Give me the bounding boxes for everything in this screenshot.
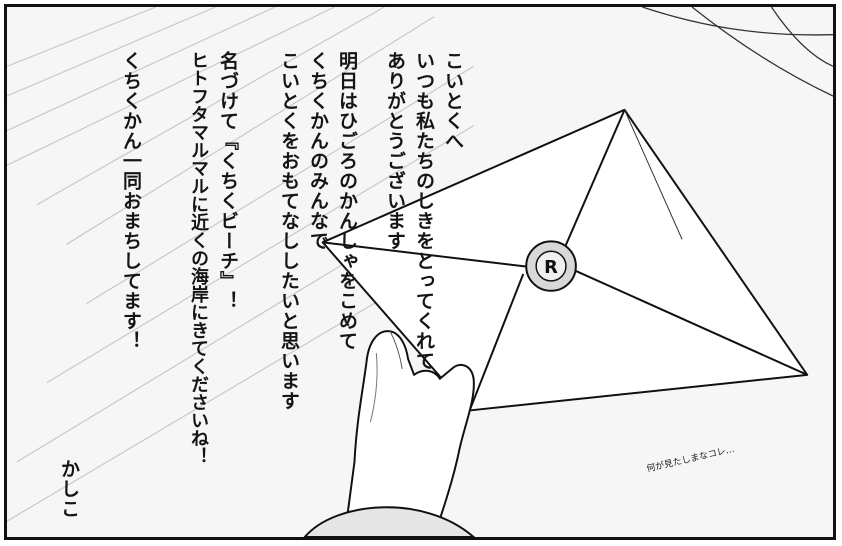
letter-line-7: 名づけて『くちくビーチ』！ <box>217 51 239 311</box>
letter-line-9: くちくかん一同おまちしてます！ <box>120 51 142 351</box>
letter-line-5: くちくかんのみんなで <box>307 51 329 251</box>
manga-panel: R こいとくへ いつも私たちのしきをとってくれて ありがとうございます 明日はひ… <box>4 4 836 540</box>
sleeve <box>303 506 476 537</box>
letter-line-2: いつも私たちのしきをとってくれて <box>413 51 435 371</box>
letter-line-8: ヒトフタマルマルに近くの海岸にきてくださいね！ <box>188 51 209 465</box>
letter-line-3: ありがとうございます <box>384 51 406 251</box>
hand <box>343 330 475 537</box>
seal-letter: R <box>544 257 558 278</box>
letter-line-1: こいとくへ <box>442 51 464 151</box>
wax-seal-icon: R <box>525 240 577 292</box>
letter-line-6: こいとくをおもてなししたいと思います <box>278 51 300 411</box>
letter-line-4: 明日はひごろのかんしゃをこめて <box>336 51 358 351</box>
panel-art: R <box>7 7 833 537</box>
letter-closing: かしこ <box>58 459 80 519</box>
corner-cloth <box>642 7 833 97</box>
